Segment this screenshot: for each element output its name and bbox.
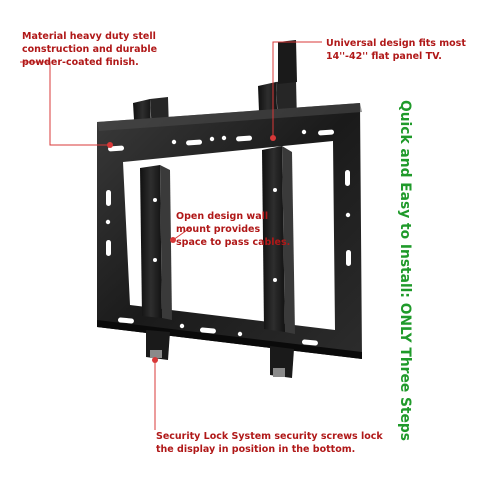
callout-material-line-2: construction and durable [22,44,158,55]
callout-leader-lines [20,41,322,430]
install-headline-text: Quick and Easy to Install: ONLY Three St… [397,100,413,441]
callout-universal: Universal design fits most 14''-42'' fla… [326,37,466,63]
callout-universal-line-1: Universal design fits most [326,38,466,49]
frame-slots [105,129,351,346]
mount-frame [97,103,362,359]
callout-material-line-1: Material heavy duty stell [22,31,156,42]
security-lock-feet [146,330,294,378]
install-headline: Quick and Easy to Install: ONLY Three St… [397,100,417,441]
callout-open-design-line-2: mount provides [176,224,261,235]
callout-material-line-3: powder-coated finish. [22,57,139,68]
callout-open-design-line-1: Open design wall [176,211,269,222]
callout-endpoints [107,135,276,363]
vertical-bracket-arms-front [140,146,295,334]
callout-security: Security Lock System security screws loc… [156,430,383,456]
callout-open-design: Open design wall mount provides space to… [176,210,290,249]
callout-security-line-2: the display in position in the bottom. [156,444,356,455]
callout-open-design-line-3: space to pass cables. [176,237,291,248]
callout-security-line-1: Security Lock System security screws loc… [156,431,383,442]
callout-universal-line-2: 14''-42'' flat panel TV. [326,51,442,62]
callout-material: Material heavy duty stell construction a… [22,30,157,69]
